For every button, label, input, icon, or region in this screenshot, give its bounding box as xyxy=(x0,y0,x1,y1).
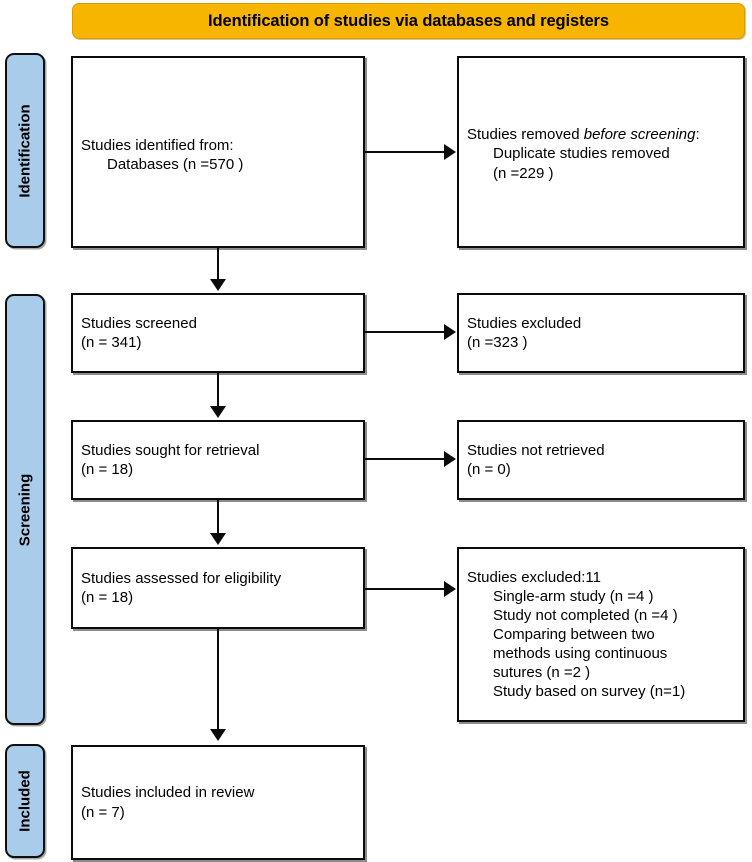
arrowhead-identified-to-screened xyxy=(210,279,226,291)
box-studies-sought-for-retrieval: Studies sought for retrieval (n = 18) xyxy=(71,420,365,500)
phase-tab-included-label: Included xyxy=(16,770,34,832)
removed-line-1: Studies removed before screening: xyxy=(467,125,735,144)
excluded-eligibility-line-5: methods using continuous xyxy=(493,645,668,663)
phase-tab-screening: Screening xyxy=(5,294,45,725)
included-line-2: (n = 7) xyxy=(81,803,125,821)
identified-line-2: Databases (n =570 ) xyxy=(107,156,244,173)
excluded-eligibility-line-4: Comparing between two xyxy=(493,625,655,643)
connector-assessed-to-included xyxy=(217,629,220,730)
screened-line-2: (n = 341) xyxy=(81,334,142,351)
included-line-1: Studies included in review xyxy=(81,784,255,802)
sought-line-1: Studies sought for retrieval xyxy=(81,441,260,459)
connector-identified-to-removed xyxy=(365,151,445,154)
arrowhead-assessed-to-included xyxy=(210,729,226,741)
excluded-eligibility-line-7: Study based on survey (n=1) xyxy=(493,683,686,701)
connector-sought-to-assessed xyxy=(217,500,220,534)
removed-line-1-suffix: : xyxy=(695,126,700,144)
removed-line-1-emphasis: before screening xyxy=(583,126,696,144)
not-retrieved-line-2: (n = 0) xyxy=(467,461,511,478)
assessed-line-1: Studies assessed for eligibility xyxy=(81,569,282,587)
arrowhead-sought-to-assessed xyxy=(210,533,226,545)
box-studies-removed-before-screening: Studies removed before screening: Duplic… xyxy=(457,56,745,248)
excluded-eligibility-line-3: Study not completed (n =4 ) xyxy=(493,606,678,624)
box-studies-identified: Studies identified from: Databases (n =5… xyxy=(71,56,365,248)
arrowhead-screened-to-sought xyxy=(210,406,226,418)
connector-identified-to-screened xyxy=(217,248,220,280)
removed-line-1-prefix: Studies removed xyxy=(467,126,584,144)
phase-tab-included: Included xyxy=(5,744,45,858)
box-studies-excluded-screening: Studies excluded (n =323 ) xyxy=(457,293,745,373)
excluded-screening-line-1: Studies excluded xyxy=(467,314,582,332)
arrowhead-screened-to-excluded xyxy=(444,324,456,340)
connector-sought-to-not-retrieved xyxy=(365,458,445,461)
box-studies-not-retrieved: Studies not retrieved (n = 0) xyxy=(457,420,745,500)
arrowhead-assessed-to-excluded xyxy=(444,581,456,597)
arrowhead-sought-to-not-retrieved xyxy=(444,451,456,467)
diagram-title-banner: Identification of studies via databases … xyxy=(72,3,745,39)
connector-screened-to-excluded xyxy=(365,331,445,334)
identified-line-1: Studies identified from: xyxy=(81,136,234,154)
diagram-title-text: Identification of studies via databases … xyxy=(208,11,609,30)
sought-line-2: (n = 18) xyxy=(81,461,134,478)
excluded-screening-line-2: (n =323 ) xyxy=(467,334,528,351)
removed-line-2: Duplicate studies removed xyxy=(493,145,670,163)
box-studies-screened: Studies screened (n = 341) xyxy=(71,293,365,373)
box-studies-excluded-eligibility: Studies excluded:11 Single-arm study (n … xyxy=(457,547,745,722)
excluded-eligibility-line-6: sutures (n =2 ) xyxy=(493,664,591,682)
assessed-line-2: (n = 18) xyxy=(81,589,134,606)
removed-line-3: (n =229 ) xyxy=(493,164,554,182)
connector-assessed-to-excluded xyxy=(365,588,445,591)
not-retrieved-line-1: Studies not retrieved xyxy=(467,441,605,459)
connector-screened-to-sought xyxy=(217,373,220,407)
excluded-eligibility-line-2: Single-arm study (n =4 ) xyxy=(493,587,654,605)
phase-tab-identification-label: Identification xyxy=(16,103,34,198)
arrowhead-identified-to-removed xyxy=(444,144,456,160)
excluded-eligibility-line-1: Studies excluded:11 xyxy=(467,568,601,586)
phase-tab-screening-label: Screening xyxy=(16,473,34,546)
box-studies-assessed-for-eligibility: Studies assessed for eligibility (n = 18… xyxy=(71,547,365,629)
screened-line-1: Studies screened xyxy=(81,314,197,332)
box-studies-included-in-review: Studies included in review (n = 7) xyxy=(71,745,365,860)
phase-tab-identification: Identification xyxy=(5,53,45,248)
